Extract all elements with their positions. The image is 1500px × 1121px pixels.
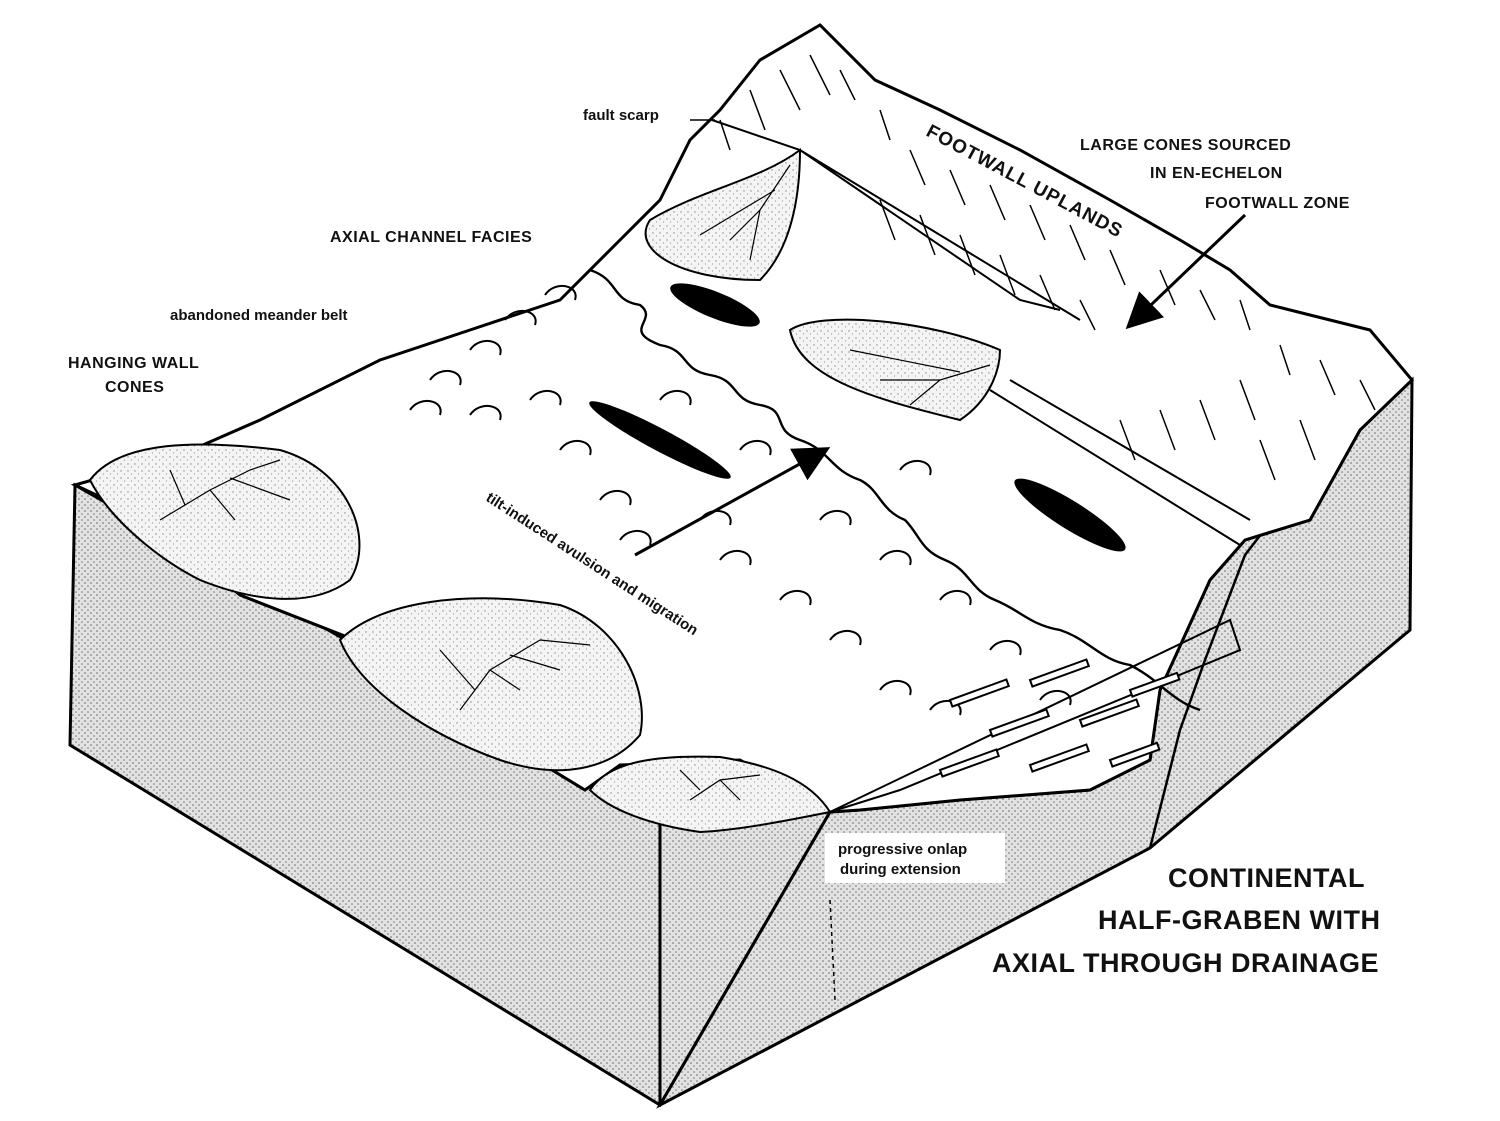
title-line1: CONTINENTAL <box>1168 863 1365 893</box>
label-large-cones-line3: FOOTWALL ZONE <box>1205 195 1350 212</box>
label-hanging-wall-cones-line2: CONES <box>105 379 164 396</box>
oxbow-lakes <box>589 283 1126 552</box>
label-large-cones-line1: LARGE CONES SOURCED <box>1080 137 1291 154</box>
avulsion-arrow <box>634 447 831 557</box>
label-abandoned-meander-belt: abandoned meander belt <box>170 307 348 324</box>
footwall-uplands-hatching <box>719 54 1376 481</box>
label-axial-channel-facies: AXIAL CHANNEL FACIES <box>330 229 532 246</box>
title-line2: HALF-GRABEN WITH <box>1098 905 1380 935</box>
label-fault-scarp: fault scarp <box>583 107 659 124</box>
label-large-cones-line2: IN EN-ECHELON <box>1150 165 1283 182</box>
hanging-wall-cone-2 <box>338 597 643 772</box>
axial-channel <box>589 268 1201 712</box>
label-hanging-wall-cones-line1: HANGING WALL <box>68 355 199 372</box>
hanging-wall-cone-1 <box>88 443 361 600</box>
footwall-cone-lower <box>788 318 1002 422</box>
label-onlap-line1: progressive onlap <box>838 841 967 858</box>
label-onlap-line2: during extension <box>840 861 961 878</box>
title-line3: AXIAL THROUGH DRAINAGE <box>992 948 1379 978</box>
footwall-cone-upper <box>644 148 802 282</box>
onlap-layers <box>829 618 1242 813</box>
